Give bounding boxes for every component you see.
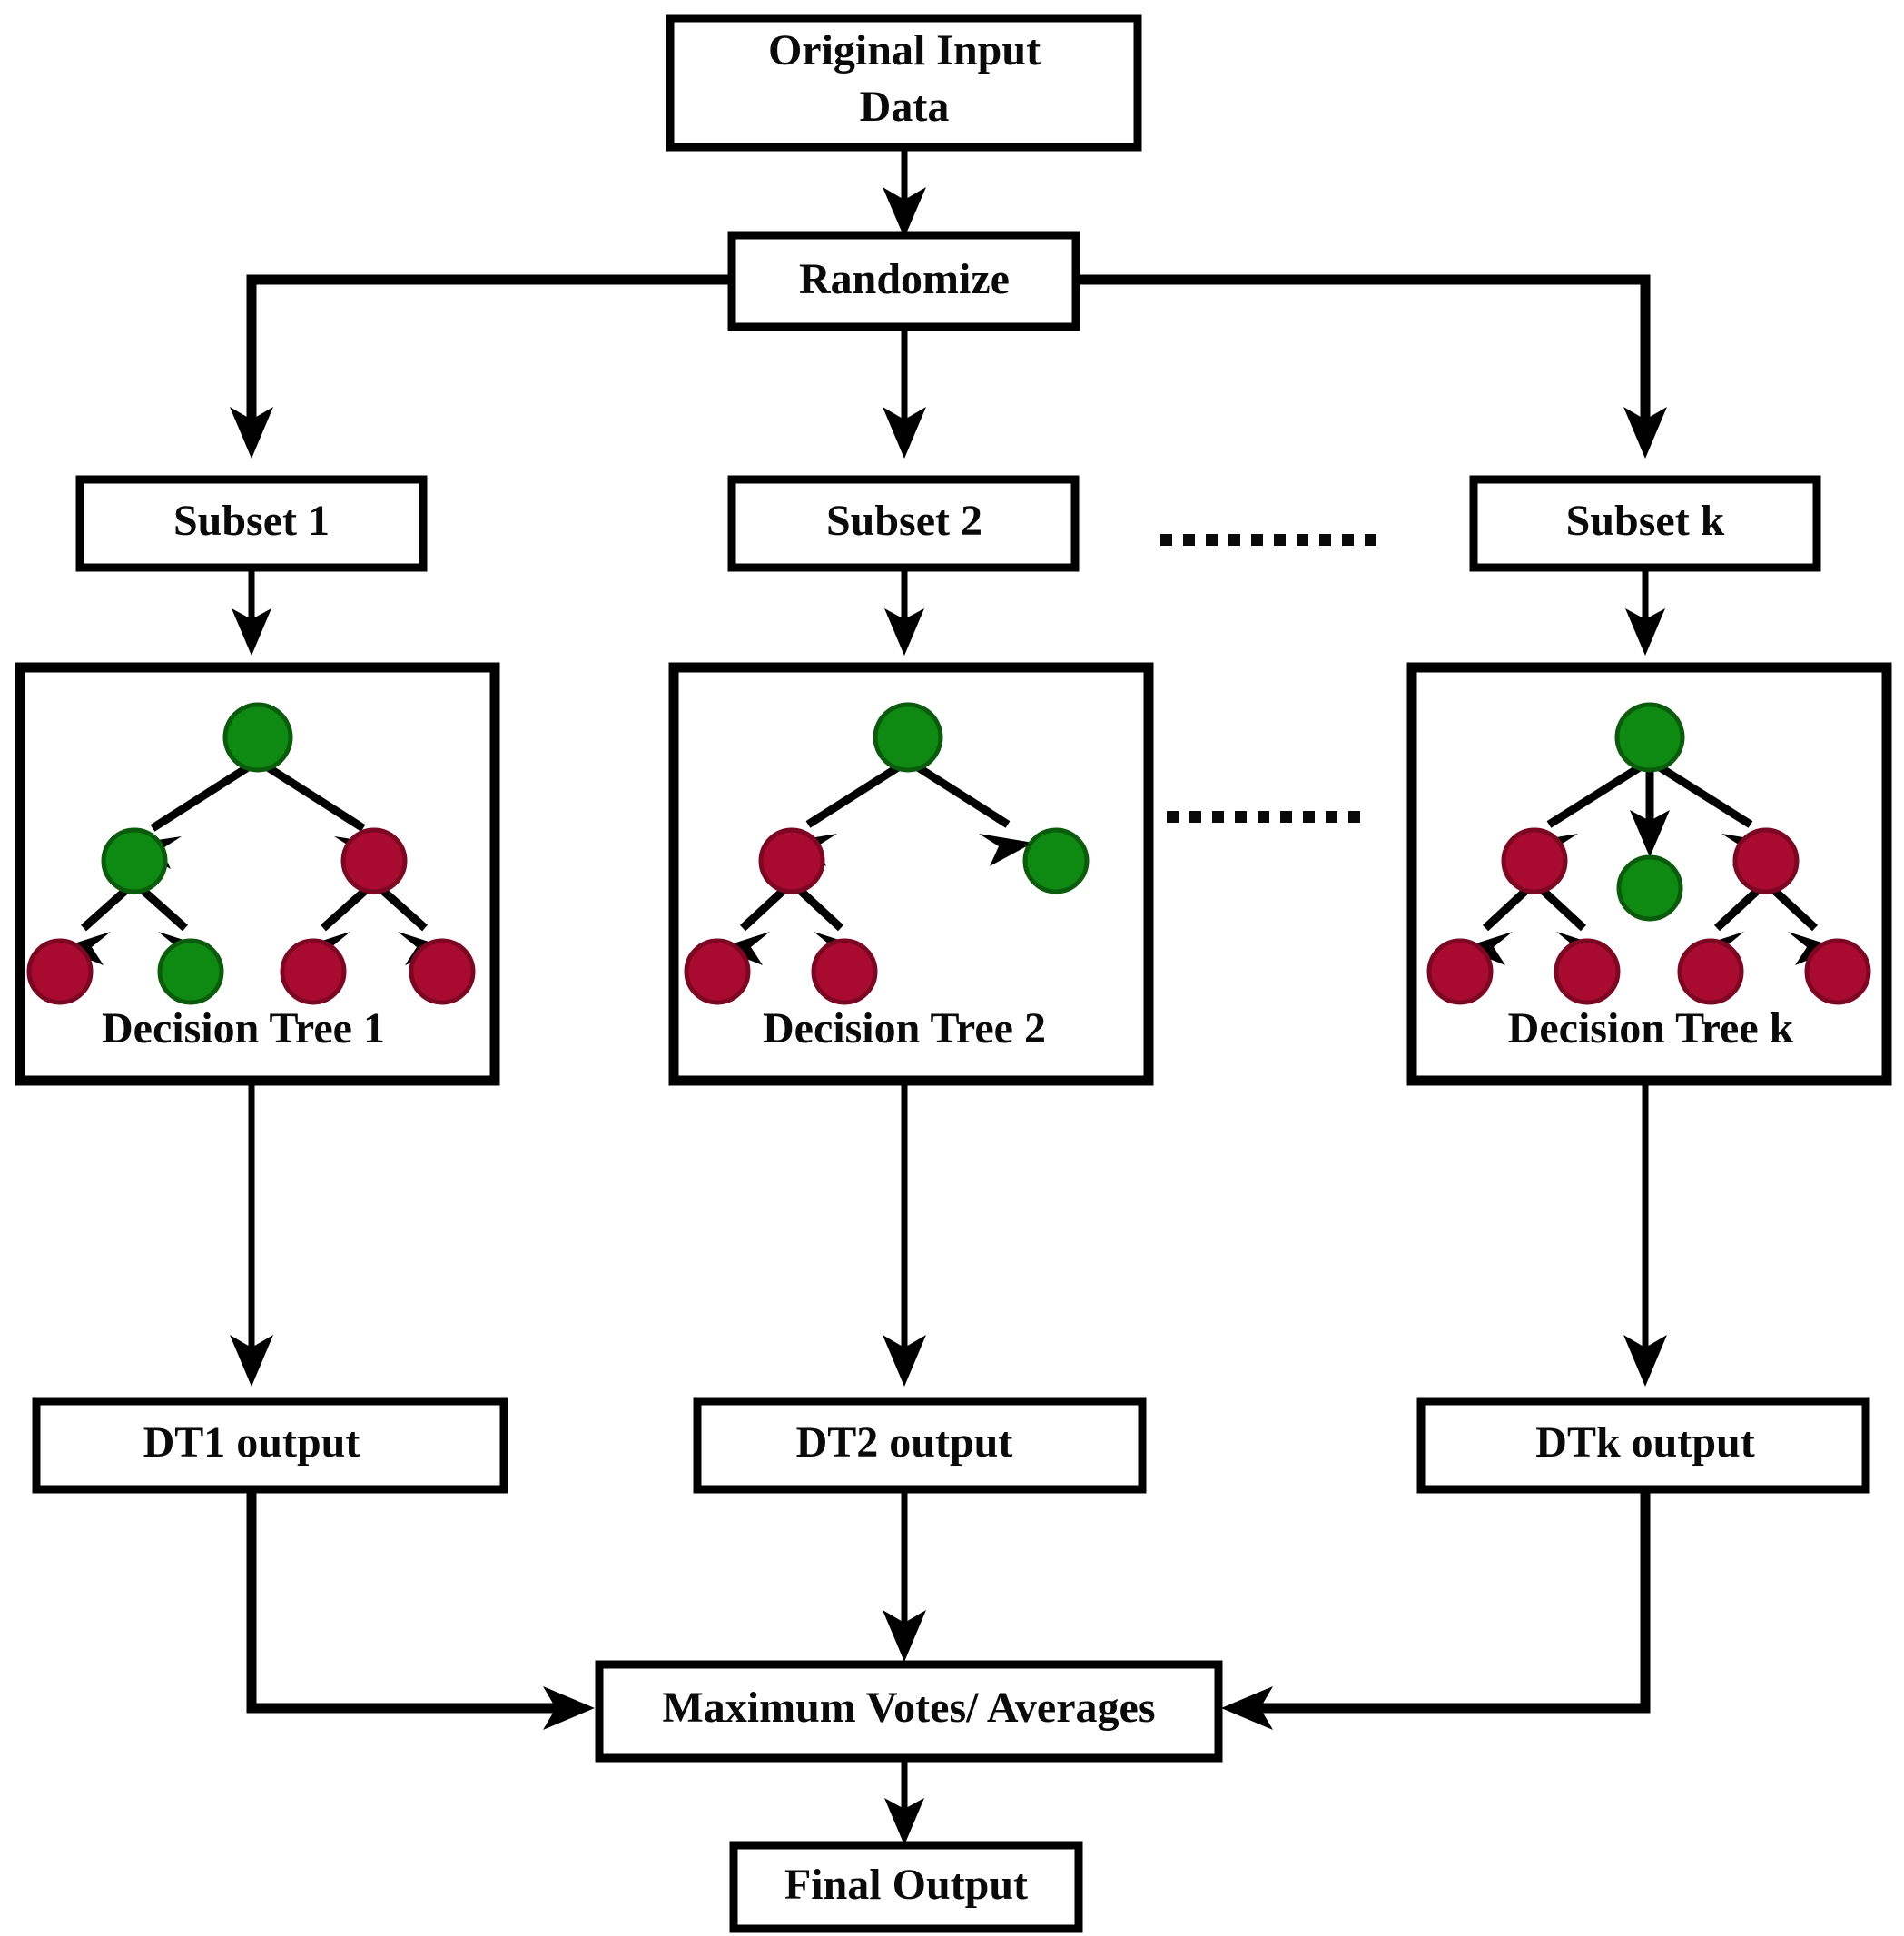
decision-tree-1-caption: Decision Tree 1 [102,1004,385,1052]
arrow-tree2-to-dt2 [883,1335,926,1387]
arrow-treek-to-dtk [1623,1335,1667,1387]
connector-dtk-to-aggregate [1253,1489,1651,1714]
subset-2-label: Subset 2 [826,497,982,545]
arrow-tree1-to-dt1 [230,1335,273,1387]
box-dt1-output[interactable]: DT1 output [32,1397,508,1494]
connectors [230,147,1667,1845]
arrow-subset2-to-tree2 [884,608,924,656]
tree-1-leaf-l3 [280,938,347,1005]
tree-1-node-root [222,702,293,773]
arrow-randomize-to-subset1 [230,407,273,459]
arrow-subsetk-to-treek [1625,608,1665,656]
subset-1-label: Subset 1 [173,497,330,545]
tree-1-leaf-l1 [26,938,94,1005]
arrow-aggregate-to-final [884,1798,924,1845]
dt1-output-label: DT1 output [143,1418,360,1467]
box-decision-tree-2[interactable]: Decision Tree 2 [668,662,1154,1086]
decision-tree-k-caption: Decision Tree k [1508,1004,1794,1052]
box-dtk-output[interactable]: DTk output [1416,1397,1870,1494]
original-input-label-line2: Data [860,83,950,131]
tree-k-leaf-l2 [1554,938,1621,1005]
connector-randomize-left-bus [246,274,732,427]
box-subset-k[interactable]: Subset k [1469,475,1821,572]
tree-k-node-n3 [1732,827,1800,894]
tree-1-leaf-l4 [409,938,476,1005]
tree-row-ellipsis [1167,811,1360,823]
original-input-label-line1: Original Input [768,26,1041,74]
arrow-dt2-to-aggregate [883,1610,926,1662]
tree-1-node-n2 [340,827,408,894]
box-final-output[interactable]: Final Output [729,1841,1083,1933]
arrow-randomize-to-subsetk [1623,407,1667,459]
tree-2-node-n1 [758,827,825,894]
tree-k-leaf-l3 [1677,938,1744,1005]
box-decision-tree-k[interactable]: Decision Tree k [1406,662,1892,1086]
box-subset-1[interactable]: Subset 1 [75,475,428,572]
arrow-randomize-to-subset2 [883,407,926,459]
tree-k-leaf-l4 [1804,938,1871,1005]
tree-k-node-n1 [1501,827,1568,894]
arrow-dtk-to-aggregate [1221,1686,1273,1730]
arrow-subset1-to-tree1 [232,608,271,656]
final-output-label: Final Output [784,1861,1028,1909]
decision-tree-2-caption: Decision Tree 2 [763,1004,1046,1052]
tree-2-node-root [873,702,943,773]
box-randomize[interactable]: Randomize [727,231,1080,331]
tree-k-leaf-l1 [1426,938,1494,1005]
tree-k-node-n2 [1616,854,1683,922]
box-dt2-output[interactable]: DT2 output [693,1397,1147,1494]
tree-k-node-root [1614,702,1685,773]
arrow-dt1-to-aggregate [543,1686,595,1730]
box-subset-2[interactable]: Subset 2 [727,475,1080,572]
tree-2-leaf-l2 [811,938,878,1005]
dtk-output-label: DTk output [1535,1418,1754,1467]
aggregate-label: Maximum Votes/ Averages [662,1684,1155,1732]
arrow-input-to-randomize [883,187,926,238]
tree-1-node-n1 [101,827,168,894]
tree-1-leaf-l2 [157,938,224,1005]
tree-2-node-n2 [1022,827,1090,894]
subset-k-label: Subset k [1566,497,1725,545]
tree-2-leaf-l1 [684,938,751,1005]
box-maximum-votes-averages[interactable]: Maximum Votes/ Averages [595,1660,1223,1763]
dt2-output-label: DT2 output [796,1418,1013,1467]
connector-randomize-right-bus [1076,274,1651,427]
randomize-label: Randomize [799,255,1010,303]
box-decision-tree-1[interactable]: Decision Tree 1 [15,662,500,1086]
connector-dt1-to-aggregate [246,1489,563,1714]
box-original-input[interactable]: Original Input Data [666,14,1142,152]
subset-row-ellipsis [1160,534,1376,546]
